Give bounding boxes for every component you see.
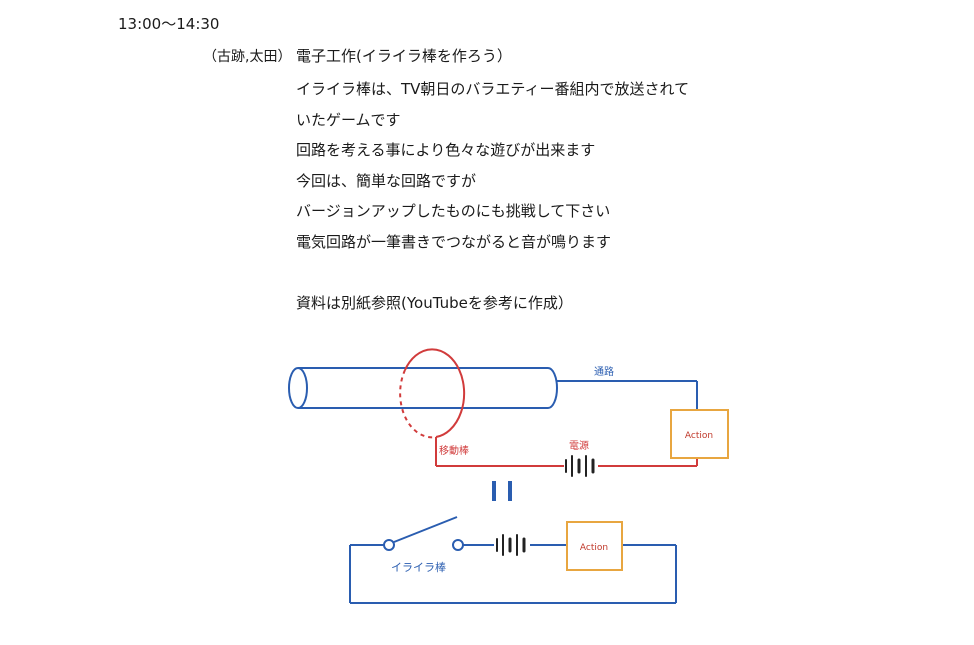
action-label: Action (685, 431, 713, 441)
action-box (566, 521, 623, 571)
session-title: 電子工作(イライラ棒を作ろう） (296, 47, 512, 65)
description-line: 電気回路が一筆書きでつながると音が鳴ります (296, 232, 612, 251)
description-line: いたゲームです (296, 110, 401, 129)
path-wire (557, 380, 698, 410)
equals-sign (492, 481, 512, 501)
moving-rod (399, 348, 698, 467)
switch-contact-right (452, 539, 464, 551)
rod-loop (404, 348, 466, 438)
description-lines: イライラ棒は、TV朝日のバラエティー番組内で放送されて いたゲームです 回路を考… (296, 79, 689, 262)
action-box (670, 409, 729, 459)
power-label: 電源 (569, 439, 589, 452)
speakers: （古跡,太田） (203, 49, 292, 65)
reference-note: 資料は別紙参照(YouTubeを参考に作成） (296, 294, 573, 312)
battery-icon (496, 534, 526, 556)
description-line: イライラ棒は、TV朝日のバラエティー番組内で放送されて (296, 80, 690, 98)
description-line: 回路を考える事により色々な遊びが出来ます (296, 141, 596, 159)
circuit-loop (349, 516, 677, 604)
session-time: 13:00〜14:30 (118, 15, 220, 33)
description-line: 今回は、簡単な回路ですが (296, 171, 477, 190)
rod-loop-hidden (399, 369, 437, 439)
path-label: 通路 (594, 365, 614, 378)
description-line: バージョンアップしたものにも挑戦して下さい (296, 202, 611, 220)
battery-icon (565, 455, 595, 477)
tube-course (288, 367, 558, 409)
switch-contact-left (383, 539, 395, 551)
tube-left-end (288, 367, 308, 409)
rod-label: 移動棒 (439, 444, 469, 457)
switch-label: イライラ棒 (391, 560, 446, 574)
action-label: Action (580, 543, 608, 553)
tube-right-end (547, 367, 558, 409)
